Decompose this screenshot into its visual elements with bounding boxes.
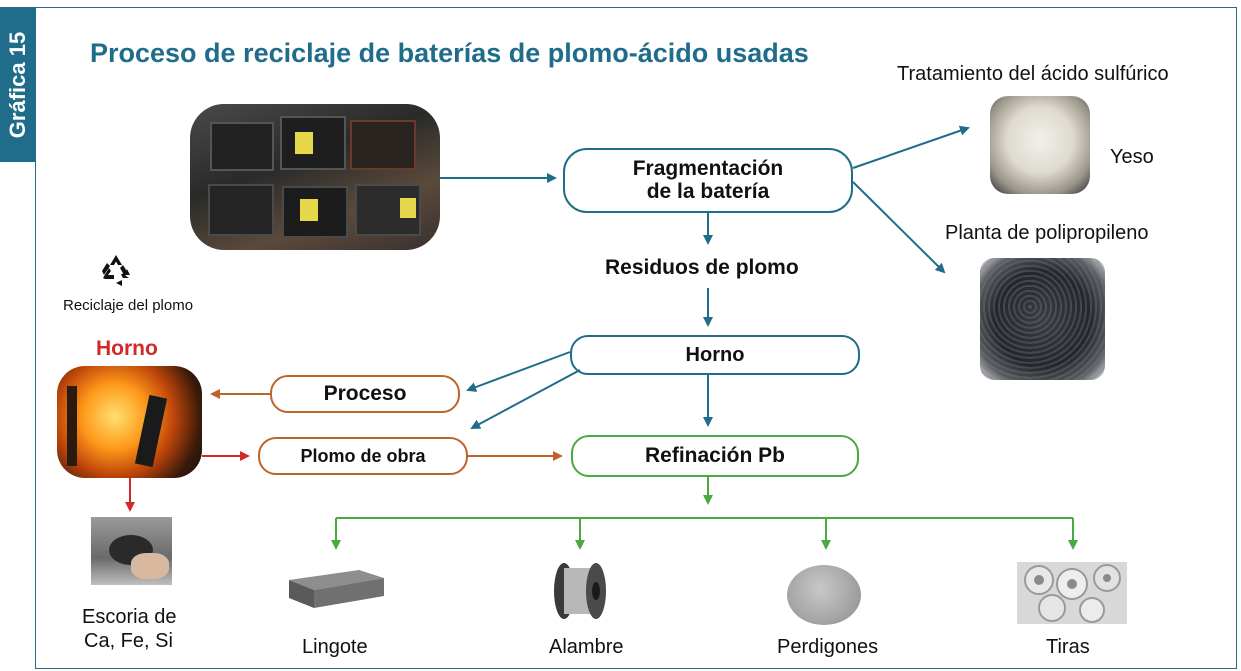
proceso-box: Proceso	[270, 375, 460, 413]
fragmentacion-line1: Fragmentación	[632, 157, 784, 181]
polypropylene-photo	[980, 258, 1105, 380]
proceso-label: Proceso	[323, 382, 407, 405]
arrow-fragmentacion-to-yeso	[852, 125, 970, 169]
planta-label: Planta de polipropileno	[945, 222, 1149, 244]
shot-photo	[787, 565, 861, 625]
product-label-perdigones: Perdigones	[777, 636, 879, 658]
horno-box-label: Horno	[685, 343, 745, 366]
fragmentacion-line2: de la batería	[646, 179, 770, 203]
fragmentacion-box: Fragmentación de la batería	[563, 148, 853, 213]
arrow-horno-to-plomo-obra	[470, 369, 581, 429]
ingot-photo	[284, 560, 389, 610]
gypsum-photo	[990, 96, 1090, 194]
refinacion-label: Refinación Pb	[644, 444, 786, 467]
side-tab: Gráfica 15	[0, 7, 35, 162]
yeso-label: Yeso	[1110, 146, 1154, 168]
residuos-label: Residuos de plomo	[605, 256, 799, 279]
figure-title: Proceso de reciclaje de baterías de plom…	[90, 38, 809, 68]
slag-photo	[91, 517, 172, 585]
horno-box: Horno	[570, 335, 860, 375]
furnace-photo	[57, 366, 202, 478]
horno-title: Horno	[96, 337, 158, 360]
arrow-horno-to-proceso	[466, 351, 571, 392]
reciclaje-label: Reciclaje del plomo	[63, 297, 194, 314]
product-label-alambre: Alambre	[549, 636, 624, 658]
product-label-tiras: Tiras	[1046, 636, 1090, 658]
strips-photo	[1017, 562, 1127, 624]
escoria-line1: Escoria de	[82, 606, 177, 628]
arrow-fragmentacion-to-polipropileno	[852, 181, 946, 274]
plomo-obra-label: Plomo de obra	[300, 445, 426, 466]
wire-spool-photo	[550, 560, 610, 622]
plomo-obra-box: Plomo de obra	[258, 437, 468, 475]
product-label-lingote: Lingote	[302, 636, 368, 658]
refinacion-box: Refinación Pb	[571, 435, 859, 477]
batteries-photo	[190, 104, 440, 250]
escoria-line2: Ca, Fe, Si	[84, 630, 173, 652]
tratamiento-label: Tratamiento del ácido sulfúrico	[897, 63, 1169, 85]
recycle-icon	[99, 252, 133, 286]
